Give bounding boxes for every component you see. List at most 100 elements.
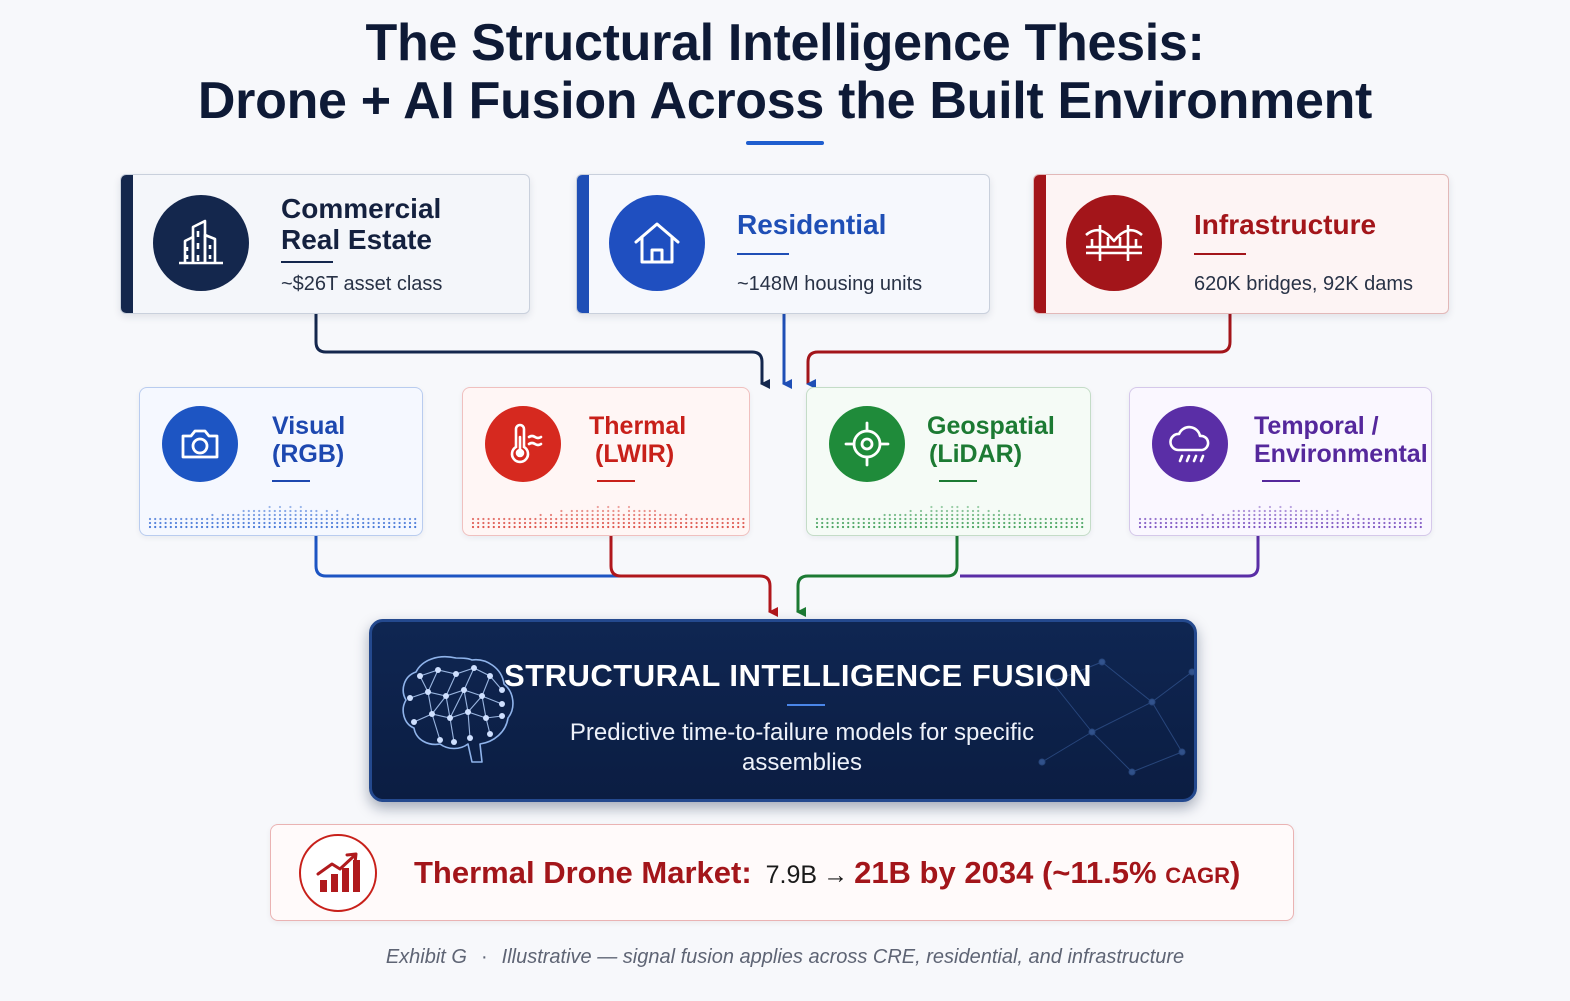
wave-dot bbox=[940, 509, 943, 513]
wave-dot bbox=[1227, 521, 1230, 525]
wave-dot bbox=[997, 509, 1001, 513]
wave-dot bbox=[961, 509, 964, 513]
wave-dot bbox=[966, 513, 969, 517]
wave-dot bbox=[841, 517, 845, 521]
wave-dot bbox=[513, 525, 516, 529]
wave-dot bbox=[1029, 525, 1032, 529]
wave-dot bbox=[555, 525, 558, 529]
wave-dot bbox=[653, 521, 657, 525]
sector-title: Residential bbox=[737, 209, 887, 240]
wave-dot bbox=[607, 521, 610, 525]
wave-dot bbox=[1196, 517, 1199, 521]
wave-dot bbox=[1154, 521, 1157, 525]
wave-dot bbox=[508, 525, 511, 529]
wave-dot bbox=[560, 525, 563, 529]
wave-dot bbox=[487, 517, 490, 521]
wave-dot bbox=[169, 521, 172, 525]
wave-dot bbox=[1065, 521, 1068, 525]
wave-dot bbox=[1196, 521, 1199, 525]
wave-dot bbox=[351, 517, 354, 521]
wave-dot bbox=[930, 517, 933, 521]
wave-dot bbox=[951, 517, 954, 521]
wave-dot bbox=[1149, 517, 1152, 521]
wave-dot bbox=[705, 525, 709, 529]
wave-dot bbox=[1258, 517, 1261, 521]
wave-dot bbox=[356, 513, 360, 517]
wave-dot bbox=[821, 517, 824, 521]
wave-dot bbox=[653, 525, 657, 529]
wave-dot bbox=[1242, 525, 1246, 529]
wave-dot bbox=[518, 525, 521, 529]
wave-dot bbox=[987, 521, 990, 525]
wave-dot bbox=[919, 517, 923, 521]
wave-dot bbox=[888, 513, 891, 517]
chart-growth-icon bbox=[299, 834, 377, 912]
wave-dot bbox=[382, 525, 386, 529]
wave-dot bbox=[899, 525, 902, 529]
wave-dot bbox=[325, 517, 328, 521]
wave-dot bbox=[977, 525, 980, 529]
wave-dot bbox=[925, 513, 928, 517]
wave-dot bbox=[1180, 517, 1183, 521]
wave-dot bbox=[1336, 509, 1339, 513]
wave-dot bbox=[961, 525, 964, 529]
wave-dot bbox=[477, 517, 480, 521]
wave-dot bbox=[1023, 517, 1027, 521]
wave-dot bbox=[607, 513, 610, 517]
sector-divider bbox=[737, 253, 789, 255]
wave-dot bbox=[1289, 513, 1292, 517]
wave-dot bbox=[221, 521, 224, 525]
wave-dot bbox=[945, 525, 949, 529]
wave-dot bbox=[211, 513, 214, 517]
wave-dot bbox=[315, 517, 318, 521]
wave-dot bbox=[1279, 525, 1282, 529]
wave-dot bbox=[617, 525, 620, 529]
wave-dot bbox=[206, 517, 209, 521]
wave-dot bbox=[1075, 517, 1079, 521]
wave-dot bbox=[529, 525, 532, 529]
wave-dot bbox=[716, 517, 719, 521]
wave-dot bbox=[1258, 509, 1261, 513]
wave-dot bbox=[1393, 525, 1396, 529]
wave-dot bbox=[570, 521, 573, 525]
wave-dot bbox=[1065, 517, 1068, 521]
wave-dot bbox=[1190, 521, 1194, 525]
wave-dot bbox=[841, 525, 845, 529]
wave-dot bbox=[1294, 513, 1298, 517]
wave-dot bbox=[633, 509, 636, 513]
wave-dot bbox=[1346, 525, 1350, 529]
wave-dot bbox=[1034, 517, 1037, 521]
wave-dot bbox=[888, 517, 891, 521]
wave-dot bbox=[601, 513, 605, 517]
wave-dot bbox=[862, 525, 865, 529]
wave-dot bbox=[997, 521, 1001, 525]
wave-dot bbox=[1419, 525, 1422, 529]
wave-dot bbox=[627, 521, 631, 525]
wave-dot bbox=[315, 509, 318, 513]
wave-dot bbox=[581, 509, 584, 513]
wave-dot bbox=[919, 509, 923, 513]
wave-dot bbox=[742, 525, 745, 529]
wave-dot bbox=[1201, 513, 1204, 517]
wave-dot bbox=[169, 525, 172, 529]
wave-dot bbox=[1144, 521, 1147, 525]
wave-dot bbox=[304, 513, 308, 517]
wave-dot bbox=[1253, 521, 1256, 525]
wave-dot bbox=[1404, 517, 1407, 521]
wave-dot bbox=[294, 513, 297, 517]
wave-dot bbox=[909, 521, 912, 525]
wave-dot bbox=[951, 509, 954, 513]
wave-dot bbox=[148, 517, 152, 521]
wave-dot bbox=[1227, 525, 1230, 529]
wave-dot bbox=[690, 521, 693, 525]
wave-dot bbox=[356, 525, 360, 529]
wave-dot bbox=[1154, 517, 1157, 521]
wave-dot bbox=[299, 521, 302, 525]
wave-dot bbox=[638, 521, 641, 525]
wave-dot bbox=[492, 525, 495, 529]
wave-dot bbox=[330, 525, 334, 529]
wave-dot bbox=[1346, 513, 1350, 517]
wave-dot bbox=[726, 521, 729, 525]
wave-dot bbox=[320, 517, 323, 521]
